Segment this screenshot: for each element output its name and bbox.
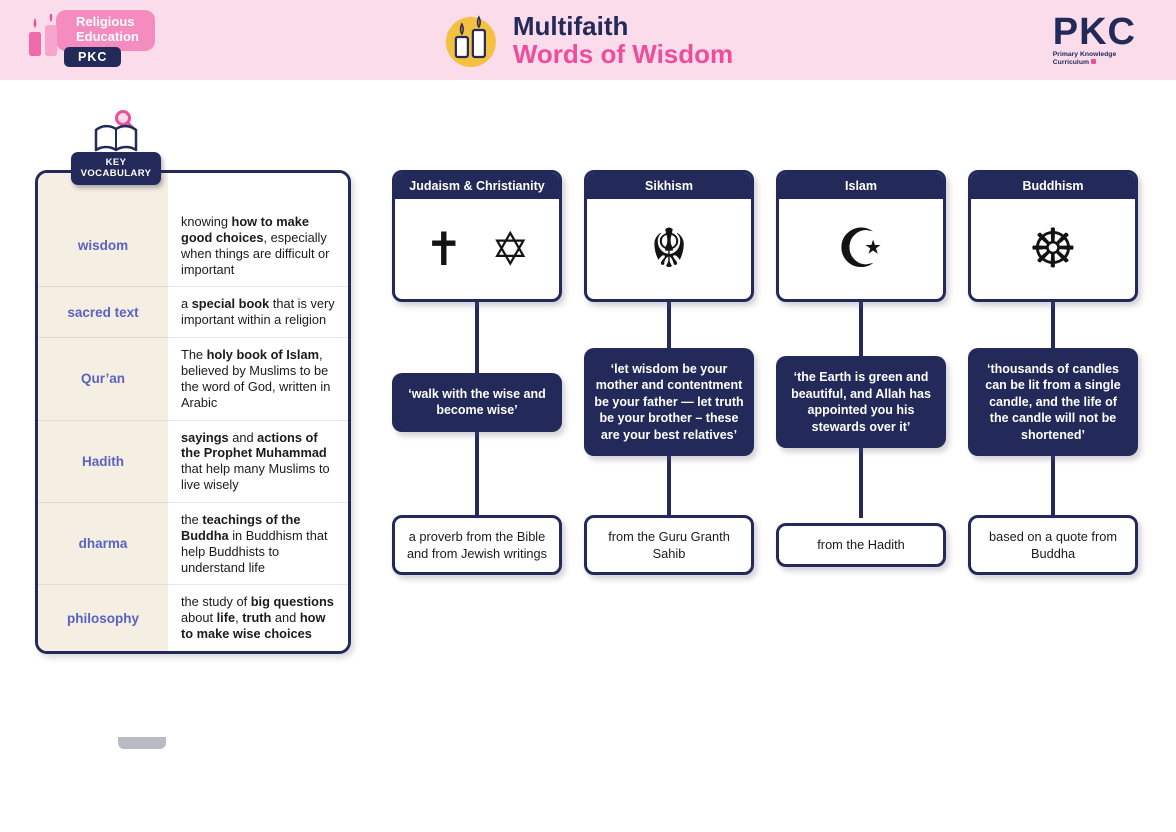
source-box: from the Guru Granth Sahib [584,514,754,576]
faith-card: Judaism & Christianity ✝ ✡ [392,170,562,302]
pkc-logo-accent [1091,59,1097,65]
vocab-row-wisdom: wisdom knowing how to make good choices,… [38,205,348,288]
dharma-wheel-symbol: ☸ [1028,217,1078,280]
program-badge-line2: Education [76,28,139,44]
quote-box: ‘the Earth is green and beautiful, and A… [776,356,946,448]
star-of-david-symbol: ✡ [491,222,530,276]
program-badge-group: Religious Education PKC [26,10,155,67]
source-zone: from the Guru Granth Sahib [584,502,754,588]
key-vocabulary-table: wisdom knowing how to make good choices,… [35,170,351,655]
pkc-logo-tagline-2: Curriculum [1053,59,1136,67]
table-shadow-tab [118,737,166,749]
vocab-definition: knowing how to make good choices, especi… [168,205,348,288]
key-vocabulary-label-line2: VOCABULARY [80,168,152,180]
vocab-row-hadith: Hadith sayings and actions of the Prophe… [38,420,348,504]
faith-card-title: Judaism & Christianity [395,173,559,199]
pkc-logo: PKC Primary Knowledge Curriculum [1053,13,1136,68]
vocab-definition: The holy book of Islam, believed by Musl… [168,338,348,421]
vocab-definition: the teachings of the Buddha in Buddhism … [168,503,348,586]
vocab-term: Hadith [38,420,168,504]
pkc-tag: PKC [64,46,122,67]
faith-card: Islam ☪ [776,170,946,302]
pkc-logo-tagline-2-text: Curriculum [1052,59,1090,67]
page-title-line2: Words of Wisdom [512,39,734,69]
vocab-row-philosophy: philosophy the study of big questions ab… [38,585,348,652]
source-zone: based on a quote from Buddha [968,502,1138,588]
faith-card-symbols: ☸ [971,199,1135,299]
title-group: Multifaith Words of Wisdom [443,0,733,80]
faith-card-title: Buddhism [971,173,1135,199]
pkc-logo-tagline-1: Primary Knowledge [1052,51,1117,58]
star-and-crescent-symbol: ☪ [836,217,886,280]
faith-card-title: Sikhism [587,173,751,199]
source-box: based on a quote from Buddha [968,514,1138,576]
latin-cross-symbol: ✝ [424,222,463,276]
faith-column-judaism-christianity: Judaism & Christianity ✝ ✡ ‘walk with th… [392,170,562,588]
header-bar: Religious Education PKC Multifaith Words… [0,0,1176,80]
khanda-symbol: ☬ [649,217,689,280]
quote-zone: ‘let wisdom be your mother and contentme… [584,302,754,502]
faith-card-title: Islam [779,173,943,199]
source-zone: from the Hadith [776,502,946,588]
vocab-row-sacred-text: sacred text a special book that is very … [38,287,348,339]
vocab-term: philosophy [38,585,168,652]
program-badge: Religious Education [56,10,155,51]
vocab-spacer-def-cell [168,173,348,205]
quote-box: ‘thousands of candles can be lit from a … [968,347,1138,457]
faith-column-sikhism: Sikhism ☬ ‘let wisdom be your mother and… [584,170,754,588]
quote-zone: ‘the Earth is green and beautiful, and A… [776,302,946,502]
source-zone: a proverb from the Bible and from Jewish… [392,502,562,588]
vocab-definition: the study of big questions about life, t… [168,585,348,652]
vocab-term: Qur’an [38,338,168,421]
faith-card: Sikhism ☬ [584,170,754,302]
source-box: a proverb from the Bible and from Jewish… [392,514,562,576]
program-badge-line1: Religious [76,14,135,29]
key-vocabulary-badge: KEY VOCABULARY [66,108,166,185]
quote-zone: ‘thousands of candles can be lit from a … [968,302,1138,502]
quote-box: ‘let wisdom be your mother and contentme… [584,347,754,457]
book-magnifier-icon [94,110,138,152]
candles-circle-icon [445,15,496,67]
faith-column-islam: Islam ☪ ‘the Earth is green and beautifu… [776,170,946,588]
vocab-term: sacred text [38,287,168,339]
faith-column-buddhism: Buddhism ☸ ‘thousands of candles can be … [968,170,1138,588]
program-badge-stack: Religious Education PKC [56,10,155,67]
quote-zone: ‘walk with the wise and become wise’ [392,302,562,502]
faith-card: Buddhism ☸ [968,170,1138,302]
vocab-row-quran: Qur’an The holy book of Islam, believed … [38,338,348,421]
pkc-logo-text: PKC [1052,11,1136,53]
vocab-term: dharma [38,503,168,586]
vocab-term: wisdom [38,205,168,288]
vocab-row-dharma: dharma the teachings of the Buddha in Bu… [38,503,348,586]
page-title: Multifaith Words of Wisdom [513,12,733,68]
key-vocabulary-label-line1: KEY [105,157,127,168]
faith-card-symbols: ☪ [779,199,943,299]
source-box: from the Hadith [776,523,946,567]
vocab-definition: a special book that is very important wi… [168,287,348,339]
faith-card-symbols: ✝ ✡ [395,199,559,299]
pink-candles-icon [29,14,57,56]
faith-card-symbols: ☬ [587,199,751,299]
page-title-line1: Multifaith [512,10,629,41]
faith-columns: Judaism & Christianity ✝ ✡ ‘walk with th… [392,170,1138,588]
quote-box: ‘walk with the wise and become wise’ [392,372,562,432]
vocab-definition: sayings and actions of the Prophet Muham… [168,420,348,504]
key-vocabulary-label: KEY VOCABULARY [70,152,162,185]
